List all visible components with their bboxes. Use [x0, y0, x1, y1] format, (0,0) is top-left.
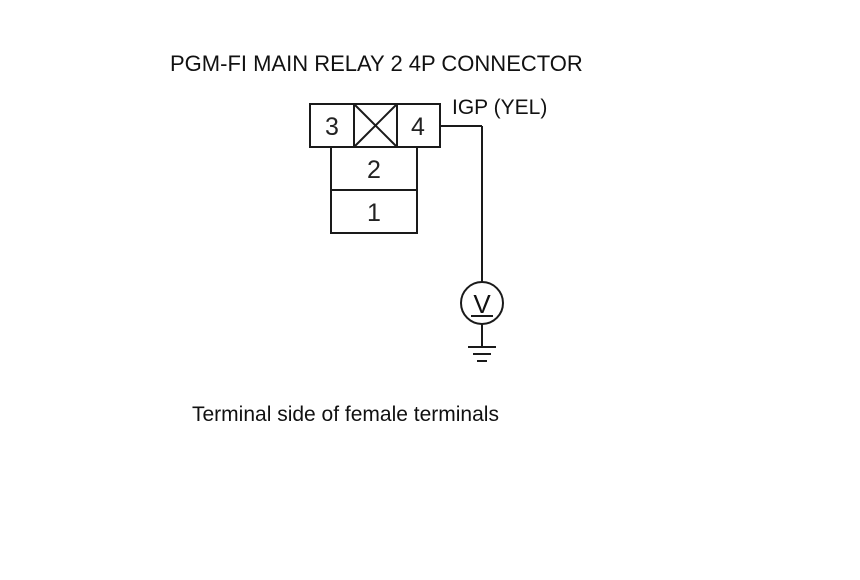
pin-3-label: 3 [325, 113, 339, 141]
pin-1-label: 1 [367, 199, 381, 227]
voltmeter-symbol: V [473, 289, 491, 319]
ground-icon [468, 324, 496, 362]
voltmeter-icon: V [460, 281, 504, 325]
diagram-title: PGM-FI MAIN RELAY 2 4P CONNECTOR [170, 51, 583, 76]
diagram-caption: Terminal side of female terminals [192, 403, 499, 426]
probe-wire [440, 125, 483, 282]
pin-4-label: 4 [411, 113, 425, 141]
pin-2-label: 2 [367, 156, 381, 184]
wire-label: IGP (YEL) [452, 96, 547, 119]
x-cavity-icon [353, 103, 398, 148]
